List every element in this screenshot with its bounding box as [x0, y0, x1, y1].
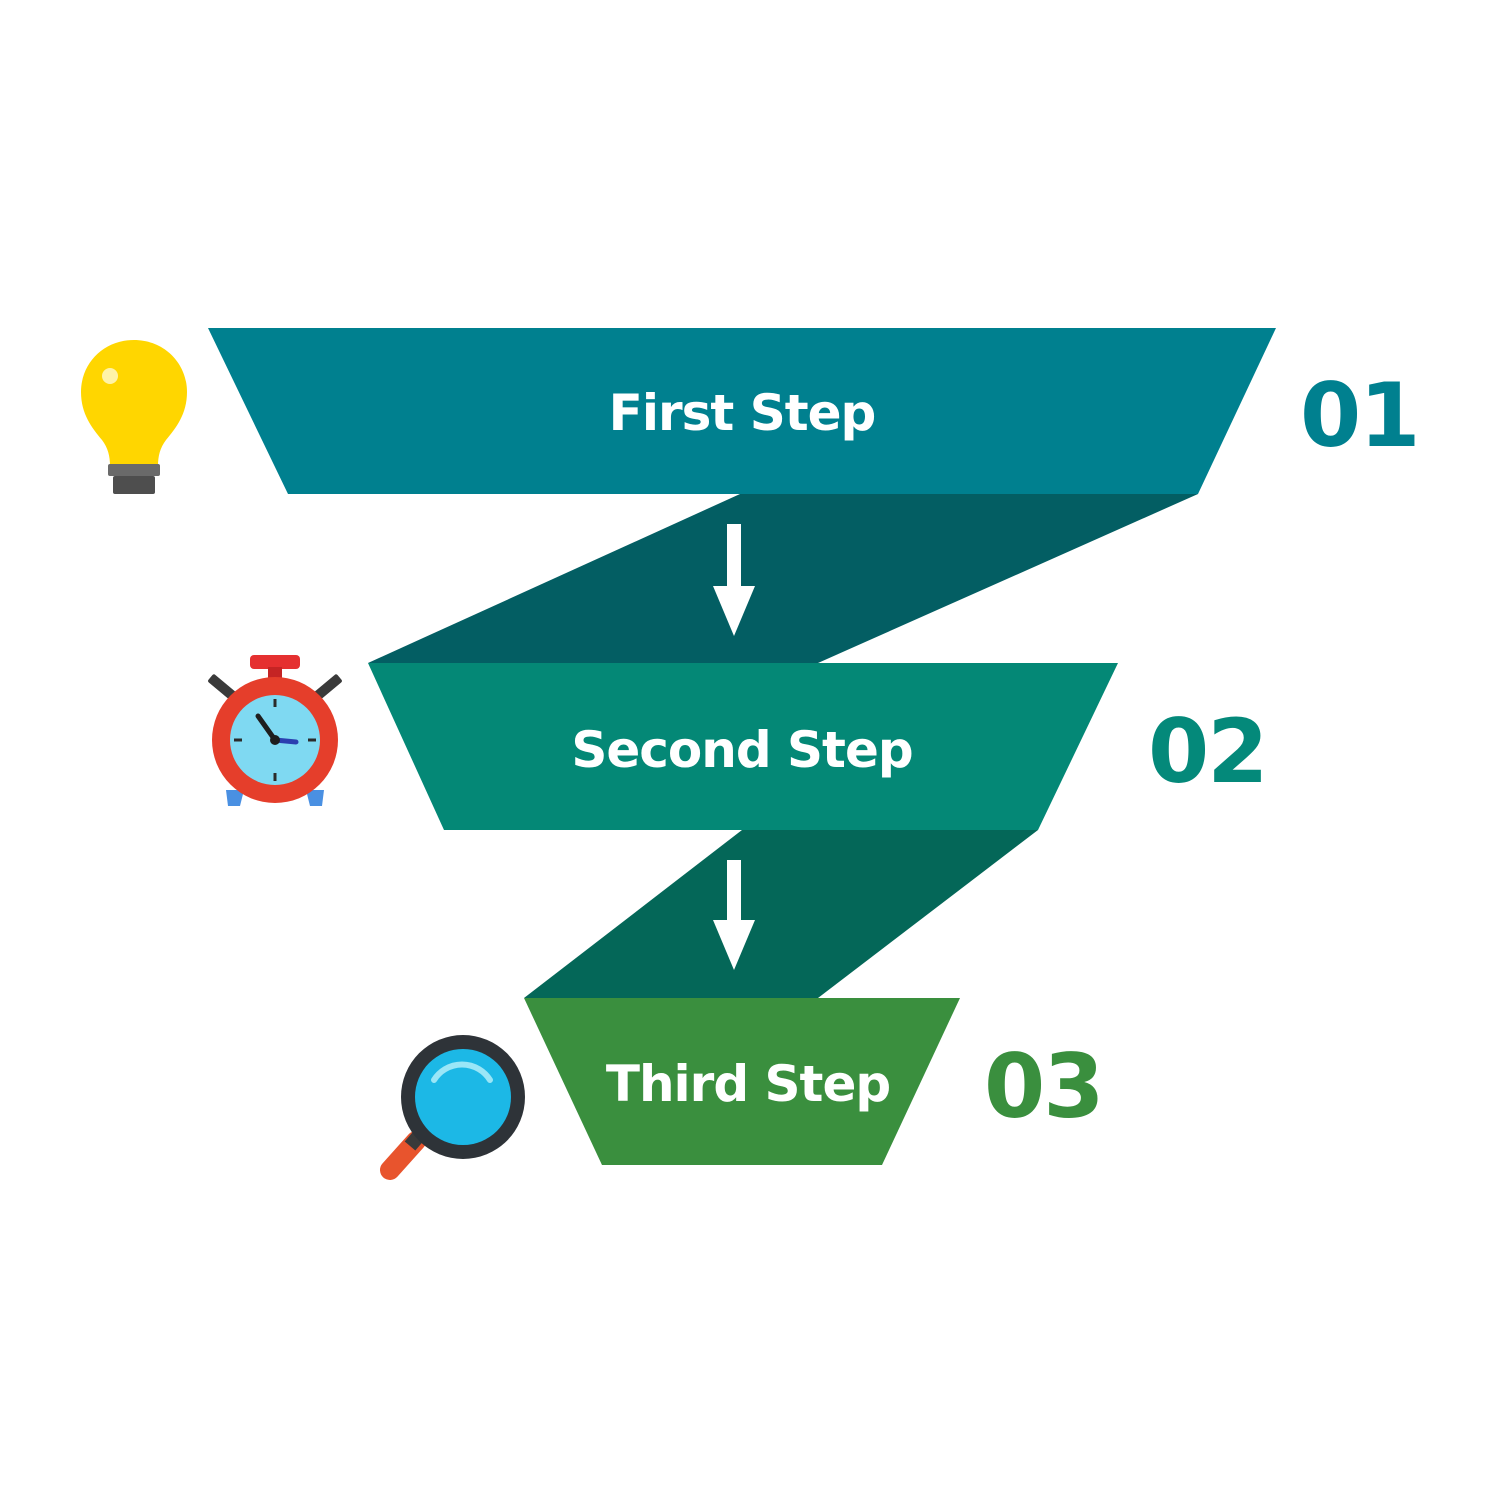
- step-1-number: 01: [1300, 364, 1418, 467]
- step-1-shape: [208, 328, 1276, 494]
- step-2-number: 02: [1148, 700, 1266, 803]
- step-2-label: Second Step: [571, 721, 912, 779]
- step-3-number: 03: [984, 1035, 1102, 1138]
- lightbulb-icon: [81, 340, 187, 494]
- step-2-shape: [368, 663, 1118, 830]
- connector-2-3: [524, 830, 1038, 998]
- arrow-down-2: [713, 860, 755, 970]
- step-1-label: First Step: [609, 384, 876, 442]
- step-3-shape: [524, 998, 960, 1165]
- connector-1-2: [368, 494, 1198, 663]
- magnifier-icon: [380, 1035, 525, 1180]
- alarm-clock-icon: [208, 655, 342, 806]
- step-3-label: Third Step: [606, 1055, 890, 1113]
- arrow-down-1: [713, 524, 755, 636]
